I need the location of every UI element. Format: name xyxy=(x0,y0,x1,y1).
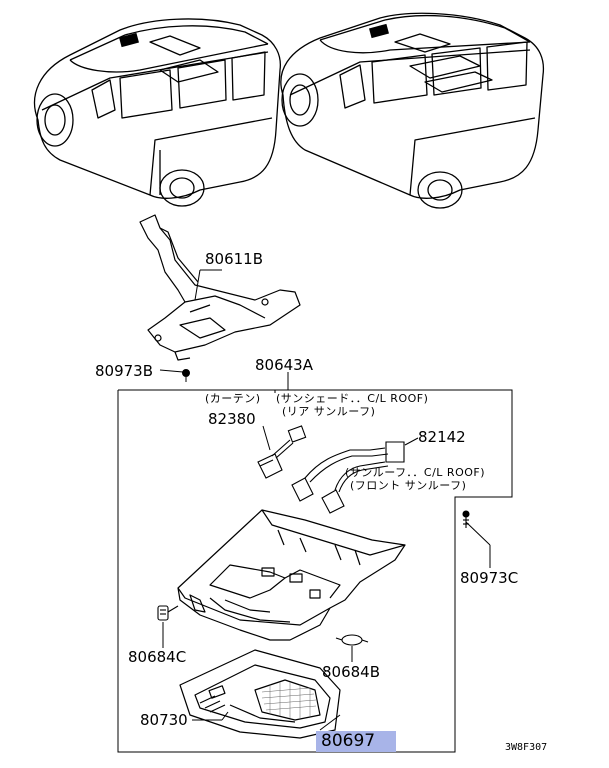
note-sunroof-line2: (フロント サンルーフ) xyxy=(350,479,467,492)
note-curtain: (カーテン) xyxy=(205,392,261,405)
diagram-code: 3W8F307 xyxy=(505,742,548,753)
connector-82380 xyxy=(258,426,306,478)
lens-80730-mesh xyxy=(262,682,316,718)
bulb-80684b xyxy=(336,635,368,645)
note-sunroof-line1: (サンルーフ．．C/L ROOF) xyxy=(345,466,486,479)
label-80697-highlighted[interactable]: 80697 xyxy=(316,731,396,752)
label-80973b: 80973B xyxy=(95,362,154,380)
label-80684c: 80684C xyxy=(128,648,187,666)
label-82380: 82380 xyxy=(208,410,256,428)
lens-80730 xyxy=(180,650,340,738)
van-right-roof-marker xyxy=(369,23,389,39)
note-sunshade-line1: (サンシェード．．C/L ROOF) xyxy=(276,392,429,405)
console-housing xyxy=(178,510,405,640)
van-left-roof-marker xyxy=(119,32,139,48)
label-80973c: 80973C xyxy=(460,569,519,587)
harness-82142 xyxy=(292,442,404,513)
bulb-80684c xyxy=(158,606,178,620)
screw-80973c xyxy=(463,511,469,528)
screw-80973b xyxy=(183,370,190,383)
kit-boundary xyxy=(118,390,512,752)
label-80611b: 80611B xyxy=(205,250,264,268)
label-80730: 80730 xyxy=(140,711,188,729)
van-left-illustration xyxy=(35,19,281,206)
label-82142: 82142 xyxy=(418,428,466,446)
note-sunshade-line2: (リア サンルーフ) xyxy=(282,405,376,418)
van-right-illustration xyxy=(281,13,544,208)
label-80684b: 80684B xyxy=(322,663,381,681)
label-80643a: 80643A xyxy=(255,356,313,374)
bracket-80611b xyxy=(140,215,300,360)
leader-lines xyxy=(160,270,490,730)
